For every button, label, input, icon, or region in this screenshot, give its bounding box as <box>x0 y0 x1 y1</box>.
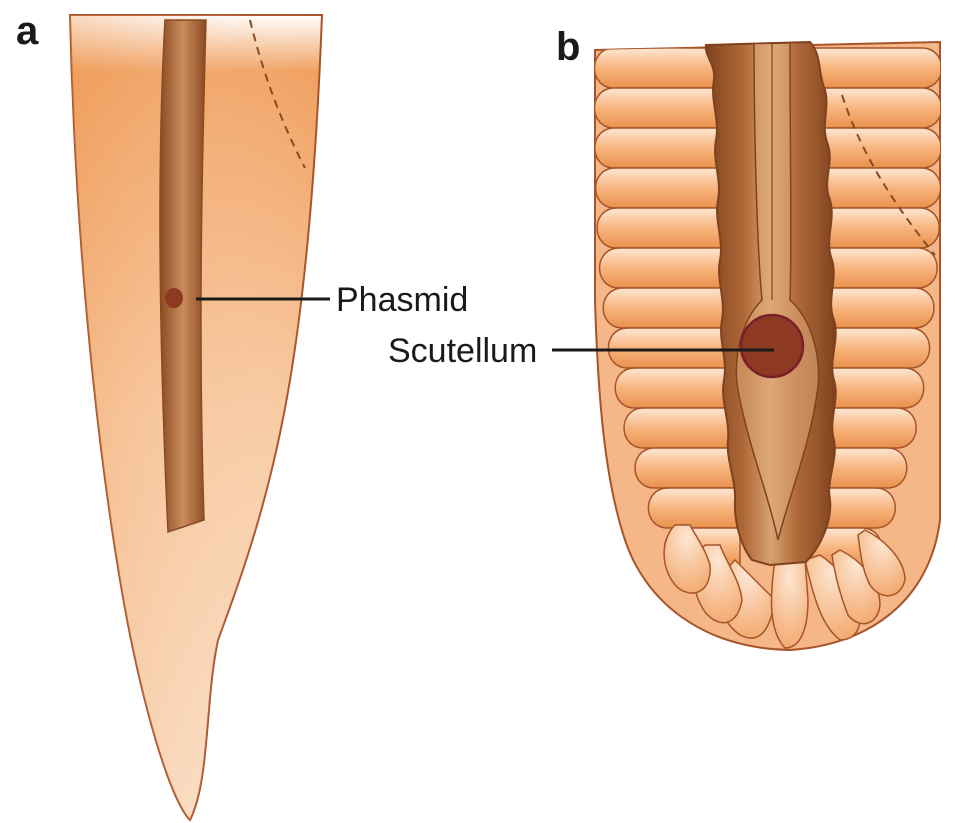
scutellum-label: Scutellum <box>388 332 537 370</box>
annulus <box>615 368 740 408</box>
annulus <box>608 328 740 368</box>
panel-b-letter: b <box>556 25 580 69</box>
phasmid-label: Phasmid <box>336 281 468 319</box>
annulus <box>603 288 740 328</box>
panel-a-letter: a <box>16 9 39 53</box>
annulus <box>648 488 740 528</box>
panel-b: Scutellum b <box>388 25 942 650</box>
annulus <box>635 448 740 488</box>
panel-a: Phasmid a <box>16 0 468 820</box>
lateral-field <box>160 20 206 532</box>
scutellum-disc <box>741 315 803 377</box>
phasmid-pore <box>165 288 183 308</box>
annulus <box>624 408 740 448</box>
